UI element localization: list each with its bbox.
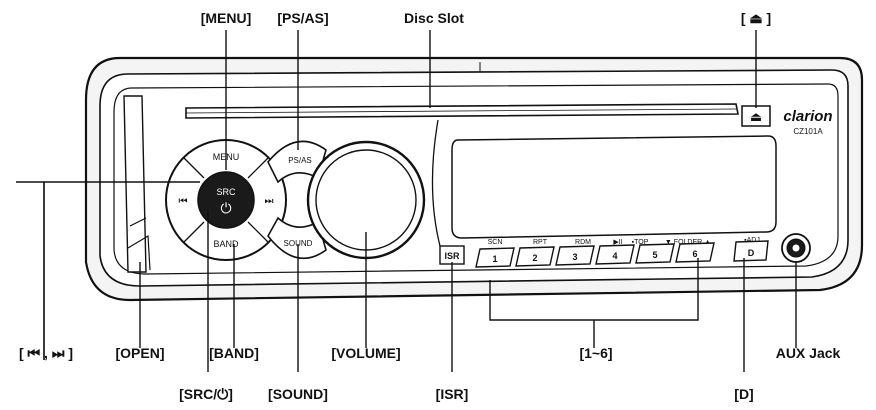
callout-presets: [1~6] [579,345,613,361]
preset-label-rpt: RPT [533,239,548,246]
callout-skip: [ ⏮ , ⏭ ] [19,345,73,361]
preset-button-4[interactable] [595,244,635,265]
preset-label-play-pause: ▶II [613,239,622,246]
d-button[interactable] [733,240,769,262]
callout-sound: [SOUND] [268,386,328,402]
callout-band: [BAND] [209,345,259,361]
preset-button-5[interactable] [635,243,675,264]
leader-lines [16,30,797,372]
preset-number-5: 5 [652,250,657,260]
preset-label-scn: SCN [488,239,503,246]
callout-src-power: [SRC/⏻] [179,386,233,402]
preset-number-1: 1 [492,254,497,264]
faceplate-edge [113,83,839,275]
open-release [123,95,147,273]
callout-open: [OPEN] [115,345,165,361]
isr-label: ISR [444,251,460,261]
callout-disc-slot: Disc Slot [404,10,464,26]
d-label: D [748,248,755,258]
preset-buttons: 1 2 3 4 5 6 [475,242,715,268]
preset-button-6[interactable] [675,242,715,263]
eject-icon: ⏏ [750,109,762,124]
preset-label-rdm: RDM [575,239,591,246]
preset-label-folder: ▼ FOLDER ▲ [665,239,711,246]
preset-button-1[interactable] [475,247,515,268]
preset-label-top: ▪TOP [632,239,649,246]
preset-number-4: 4 [612,251,617,261]
callout-volume: [VOLUME] [331,345,401,361]
next-track-icon: ⏭ [265,196,274,207]
preset-number-6: 6 [692,249,697,259]
src-power-button[interactable] [197,171,255,229]
preset-button-2[interactable] [515,246,555,267]
callout-isr: [ISR] [435,386,469,402]
callout-aux-jack: AUX Jack [775,345,841,361]
callout-eject: [ ⏏ ] [740,10,772,26]
brand-logo: clarion [783,108,832,125]
display-window [451,135,777,239]
ps-as-label: PS/AS [288,156,312,165]
preset-number-2: 2 [532,253,537,263]
callout-ps-as: [PS/AS] [277,10,329,26]
src-label: SRC [216,187,236,197]
sound-label: SOUND [284,239,313,248]
callout-menu: [MENU] [200,10,252,26]
band-label: BAND [213,239,239,249]
callout-d: [D] [734,386,754,402]
model-number: CZ101A [793,127,823,136]
preset-label-adj: ▪ADJ [744,237,760,244]
power-icon: ⏻ [220,200,231,216]
prev-track-icon: ⏮ [179,196,188,207]
preset-number-3: 3 [572,252,577,262]
preset-button-3[interactable] [555,245,595,266]
